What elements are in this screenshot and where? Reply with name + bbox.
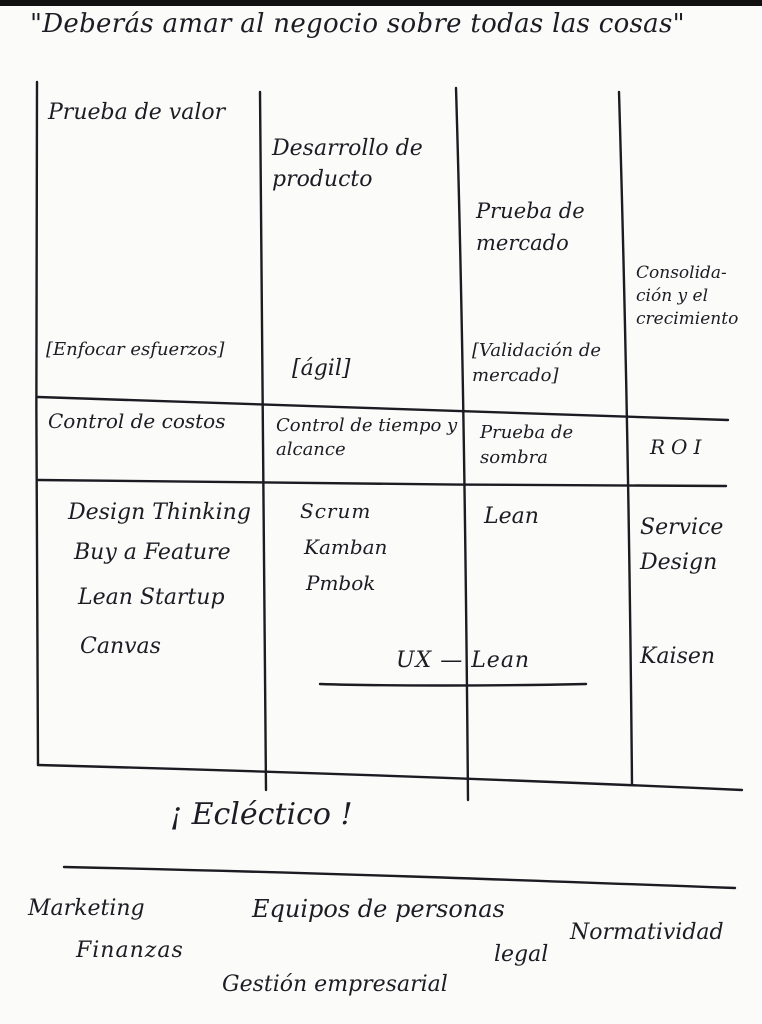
- area-gestion-empresarial: Gestión empresarial: [222, 972, 448, 997]
- horizontal-line-bottom: [36, 763, 744, 792]
- top-edge-bar: [0, 0, 762, 6]
- method-buy-a-feature: Buy a Feature: [74, 540, 231, 565]
- method-canvas: Canvas: [80, 634, 161, 659]
- area-equipos-de-personas: Equipos de personas: [252, 895, 505, 923]
- eclectic-label: ¡ Ecléctico !: [170, 797, 353, 832]
- method-lean: Lean: [484, 504, 539, 529]
- ux-lean-underline: [318, 682, 588, 687]
- header-prueba-de-mercado: Prueba de mercado: [476, 196, 606, 259]
- method-ux-lean: UX — Lean: [396, 648, 531, 673]
- area-marketing: Marketing: [28, 896, 145, 921]
- method-design-thinking: Design Thinking: [68, 500, 251, 525]
- method-kaisen: Kaisen: [640, 644, 716, 669]
- approach-validacion-de-mercado: [Validación de mercado]: [472, 338, 622, 388]
- method-service-design-text: Service Design: [640, 515, 724, 576]
- header-prueba-de-mercado-text: Prueba de mercado: [476, 199, 585, 255]
- control-costos: Control de costos: [48, 409, 226, 433]
- area-normatividad: Normatividad: [570, 920, 724, 945]
- vertical-line-2: [258, 90, 268, 792]
- vertical-line-3: [454, 86, 470, 802]
- vertical-line-left: [35, 80, 40, 767]
- control-prueba-de-sombra-text: Prueba de sombra: [480, 422, 574, 469]
- method-service-design: Service Design: [640, 510, 750, 580]
- approach-agil: [ágil]: [292, 356, 351, 381]
- control-tiempo-alcance-text: Control de tiempo y alcance: [276, 415, 458, 461]
- header-prueba-de-valor: Prueba de valor: [48, 100, 226, 125]
- control-prueba-de-sombra: Prueba de sombra: [480, 420, 610, 470]
- horizontal-line-1: [36, 395, 730, 422]
- control-roi: ROI: [650, 435, 708, 459]
- approach-enfocar-esfuerzos: [Enfocar esfuerzos]: [46, 339, 225, 360]
- horizontal-line-2: [36, 478, 728, 488]
- quote-title: "Deberás amar al negocio sobre todas las…: [30, 9, 685, 39]
- header-desarrollo-de-producto: Desarrollo de producto: [272, 134, 452, 196]
- header-desarrollo-de-producto-text: Desarrollo de producto: [272, 136, 423, 192]
- area-legal: legal: [494, 942, 549, 967]
- method-pmbok: Pmbok: [306, 571, 376, 595]
- eclectic-separator-line: [62, 865, 737, 890]
- header-consolidacion-text: Consolida-ción y el crecimiento: [636, 263, 739, 329]
- method-kamban: Kamban: [304, 535, 388, 559]
- area-finanzas: Finanzas: [76, 938, 184, 963]
- approach-validacion-text: [Validación de mercado]: [472, 340, 602, 387]
- method-scrum: Scrum: [300, 499, 372, 523]
- control-tiempo-alcance: Control de tiempo y alcance: [276, 414, 461, 463]
- header-consolidacion: Consolida-ción y el crecimiento: [636, 262, 754, 331]
- vertical-line-4: [617, 90, 634, 787]
- method-lean-startup: Lean Startup: [78, 585, 225, 610]
